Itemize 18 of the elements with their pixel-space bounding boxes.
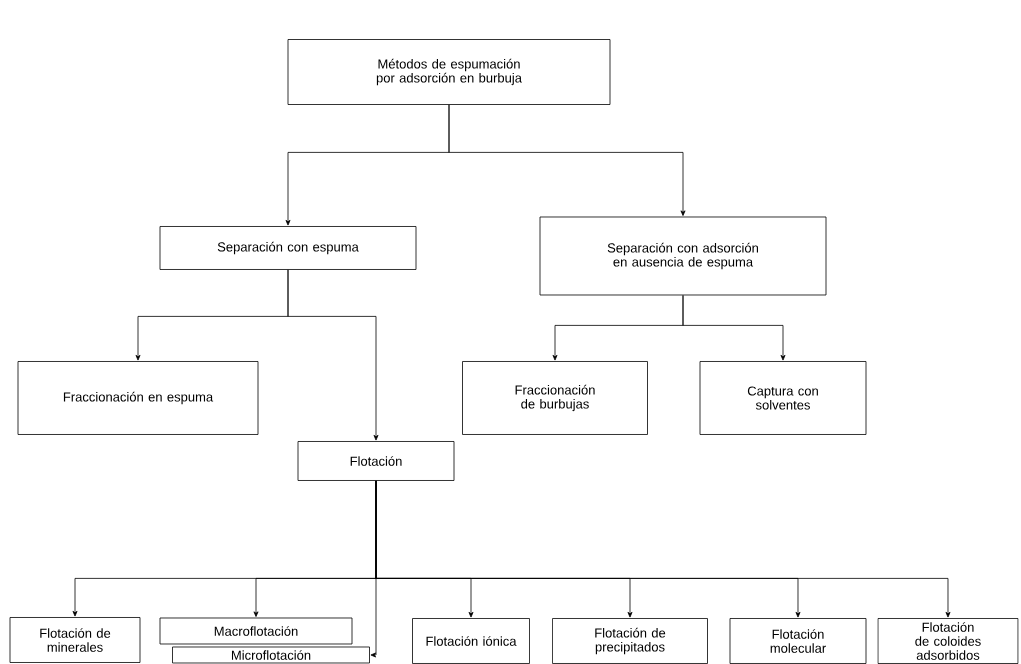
process-box: Flotación de precipitados bbox=[552, 618, 708, 664]
process-box: Flotación bbox=[297, 441, 455, 481]
process-box: Microflotación bbox=[172, 646, 370, 664]
process-box: Captura con solventes bbox=[699, 361, 867, 435]
process-box: Flotación iónica bbox=[412, 618, 530, 664]
process-box: Flotación de minerales bbox=[9, 617, 141, 663]
arrow bbox=[287, 269, 379, 441]
process-box: Fraccionación en espuma bbox=[17, 361, 259, 435]
process-box: Macroflotación bbox=[159, 617, 353, 645]
process-box: Fraccionación de burbujas bbox=[462, 361, 648, 435]
arrow bbox=[375, 480, 951, 618]
arrow bbox=[682, 295, 786, 361]
process-box: Separación con espuma bbox=[159, 226, 417, 270]
arrow bbox=[448, 104, 686, 216]
process-box: Métodos de espumación por adsorción en burbuja bbox=[287, 39, 611, 105]
process-box: Flotación molecular bbox=[729, 618, 867, 664]
process-box: Flotación de coloides adsorbidos bbox=[877, 618, 1019, 664]
process-box: Separación con adsorción en ausencia de espuma bbox=[539, 216, 827, 296]
